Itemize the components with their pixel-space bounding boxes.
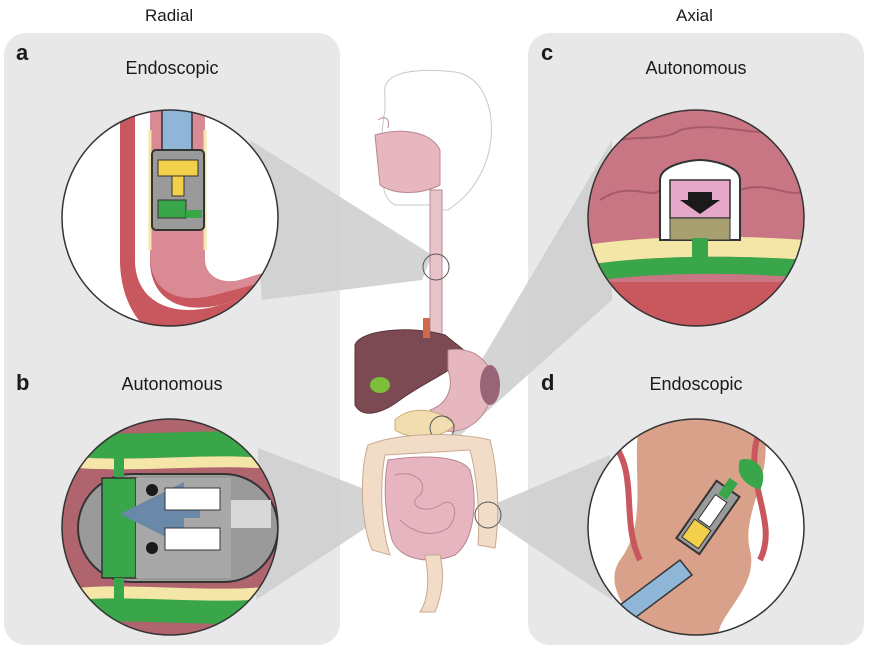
panel-a-letter: a <box>16 40 29 65</box>
radial-column-title: Radial <box>145 6 194 25</box>
colon-highlight-circle <box>474 501 502 529</box>
panel-d-letter: d <box>541 370 555 395</box>
panel-c-label: Autonomous <box>645 58 747 78</box>
esophagus <box>429 189 443 336</box>
aorta <box>423 318 430 338</box>
zoom-circle-c <box>588 110 804 326</box>
panel-b-letter: b <box>16 370 30 395</box>
gallbladder <box>370 377 390 393</box>
panel-a-label: Endoscopic <box>125 58 219 78</box>
zoom-cone-a <box>250 140 432 300</box>
axial-column-title: Axial <box>676 6 713 25</box>
zoom-circle-d <box>588 419 804 635</box>
zoom-circle-a <box>62 110 278 326</box>
esophagus-highlight-circle <box>422 253 450 281</box>
zoom-cone-b <box>256 448 378 600</box>
head-outline <box>374 69 492 231</box>
pancreas <box>394 409 456 438</box>
panel-c-letter: c <box>541 40 554 65</box>
zoom-cone-d <box>492 455 612 600</box>
large-intestine <box>361 434 499 556</box>
panel-b-label: Autonomous <box>121 374 223 394</box>
panel-d-label: Endoscopic <box>649 374 743 394</box>
spleen <box>480 365 500 405</box>
zoom-circle-b <box>62 419 278 635</box>
rectum <box>419 554 443 613</box>
stomach <box>429 348 494 432</box>
